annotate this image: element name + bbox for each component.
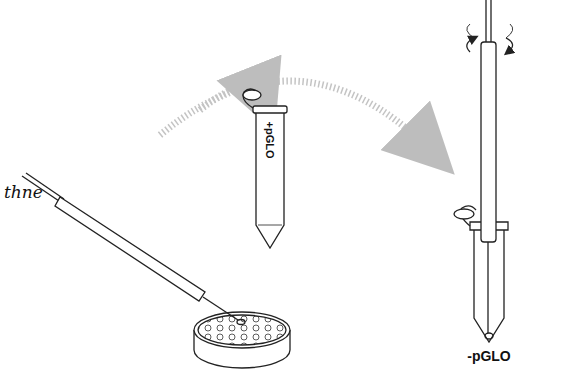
spinning-loop (467, 0, 513, 333)
tube-label: -pGLO (467, 348, 511, 364)
petri-dish (194, 312, 290, 368)
inoculation-loop (22, 173, 245, 325)
tube-label: +pGLO (264, 122, 276, 159)
handwritten-note: thne (4, 182, 43, 202)
transfer-arrows (160, 81, 430, 150)
test-tube (243, 89, 287, 248)
